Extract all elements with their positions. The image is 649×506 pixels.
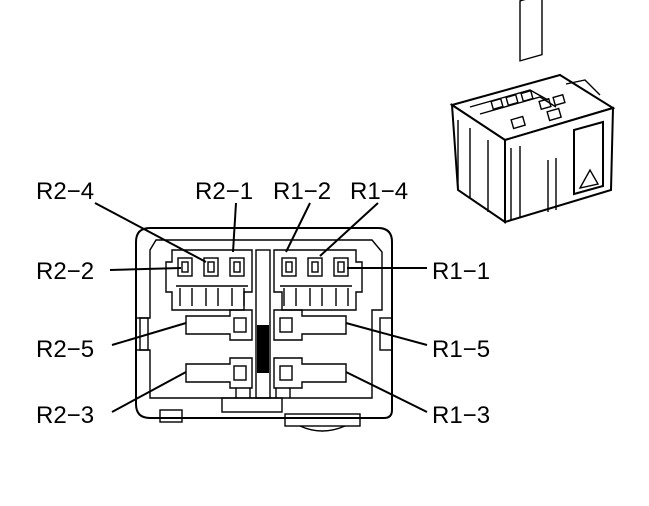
label-r2-3: R2−3: [36, 402, 94, 429]
leader-r1-4: [319, 202, 379, 257]
leader-r2-5: [111, 322, 187, 346]
label-r2-2: R2−2: [36, 258, 94, 285]
label-r1-5: R1−5: [432, 336, 490, 363]
label-r2-4: R2−4: [36, 178, 94, 205]
label-r1-1: R1−1: [432, 258, 490, 285]
leader-r2-1: [232, 202, 237, 253]
pin-labels: R2−4 R2−1 R1−2 R1−4 R2−2 R1−1 R2−5 R1−5 …: [36, 178, 490, 429]
label-r1-3: R1−3: [432, 402, 490, 429]
label-r2-1: R2−1: [195, 178, 253, 205]
leader-r1-2: [285, 202, 311, 253]
leader-r2-2: [109, 267, 182, 271]
leader-r2-4: [94, 202, 207, 263]
label-r2-5: R2−5: [36, 336, 94, 363]
connector-isometric-icon: [449, 0, 616, 224]
label-r1-4: R1−4: [350, 178, 408, 205]
connector-face-icon: [135, 227, 393, 432]
leader-r1-3: [345, 371, 428, 413]
leader-lines: [94, 202, 428, 413]
leader-r1-5: [345, 322, 428, 346]
leader-r2-3: [111, 371, 187, 413]
label-r1-2: R1−2: [273, 178, 331, 205]
